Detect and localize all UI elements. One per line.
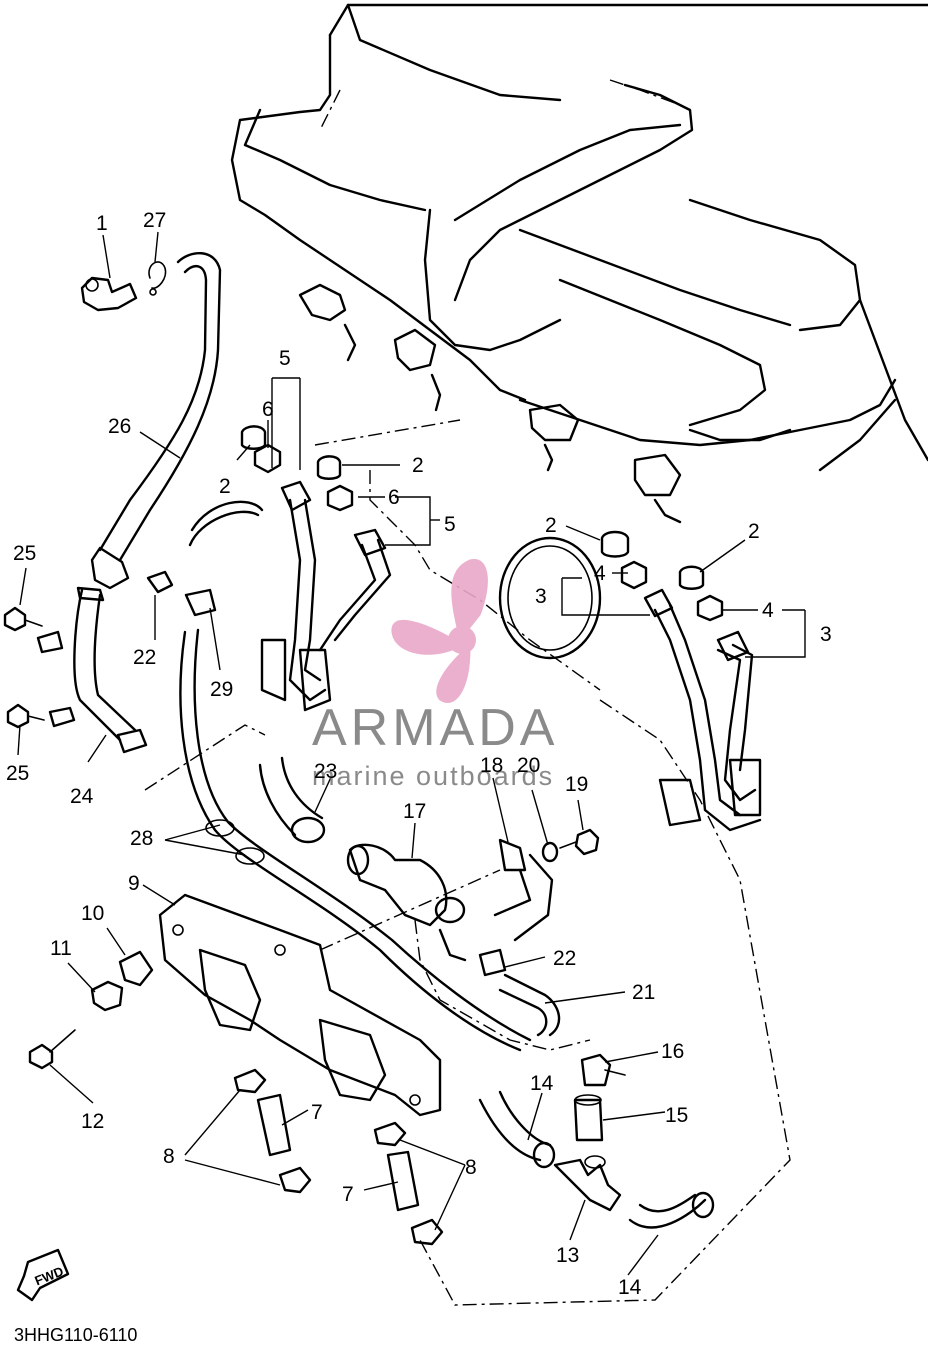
callout-12: 12 [81, 1110, 104, 1133]
part-7-hose-right [386, 1150, 420, 1212]
part-8-clamp-upper-right [373, 1121, 407, 1147]
part-2-cap-center [316, 455, 342, 480]
watermark: ARMADA marine outboards [312, 559, 558, 791]
callout-7-right: 7 [342, 1183, 354, 1206]
callout-1: 1 [96, 212, 108, 235]
callout-13: 13 [556, 1244, 579, 1267]
callout-16: 16 [661, 1040, 684, 1063]
callout-3-right: 3 [820, 623, 832, 646]
callout-4-right: 4 [762, 599, 774, 622]
callout-7-left: 7 [311, 1101, 323, 1124]
callout-5-center: 5 [444, 513, 456, 536]
callout-22-upper: 22 [133, 646, 156, 669]
part-16-clamp [580, 1053, 626, 1087]
airbox-housing [230, 3, 928, 524]
callout-28: 28 [130, 827, 153, 850]
callout-2-right: 2 [748, 520, 760, 543]
reference-lines [144, 419, 791, 1306]
callout-8-left: 8 [163, 1145, 175, 1168]
callout-2-center: 2 [412, 454, 424, 477]
part-3-pipe-right [643, 588, 762, 832]
callout-19: 19 [565, 773, 588, 796]
callout-29: 29 [210, 678, 233, 701]
leader-lines [17, 231, 806, 1276]
part-8-clamp-lower-left [278, 1166, 312, 1194]
part-26-long-hose [90, 251, 222, 590]
part-5-pipe-left [260, 480, 392, 712]
seal-ring [498, 536, 602, 660]
callout-15: 15 [665, 1104, 688, 1127]
part-23-hose [258, 756, 326, 844]
callout-21: 21 [632, 981, 655, 1004]
part-12-bolt [28, 1029, 76, 1070]
fwd-arrow-icon: FWD [16, 1248, 70, 1302]
callout-27: 27 [143, 209, 166, 232]
part-19-bolt [559, 828, 600, 856]
diagram-code: 3HHG110-6110 [14, 1325, 137, 1345]
callout-labels: 1 27 26 25 25 22 29 24 5 6 2 2 6 5 2 2 4… [6, 209, 832, 1299]
callout-25-lower: 25 [6, 762, 29, 785]
callout-17: 17 [403, 800, 426, 823]
callout-22-lower: 22 [553, 947, 576, 970]
callout-6-center: 6 [388, 486, 400, 509]
part-14-hose-upper [478, 1090, 556, 1169]
part-10-grommet [118, 950, 154, 987]
part-8-clamp-lower-right [410, 1218, 444, 1246]
callout-23: 23 [314, 760, 337, 783]
part-8-clamp-upper-left [233, 1068, 267, 1094]
watermark-subtitle: marine outboards [312, 761, 554, 791]
part-28-long-hose [179, 628, 532, 1052]
part-22-clamp-lower [478, 948, 507, 977]
callout-10: 10 [81, 902, 104, 925]
part-24-bent-pipe [36, 586, 148, 754]
part-25-bolt-lower [6, 703, 45, 729]
callout-4-upper: 4 [594, 562, 606, 585]
callout-3-left: 3 [535, 585, 547, 608]
part-29-hose [184, 500, 264, 617]
part-17-valve [346, 843, 467, 962]
watermark-title: ARMADA [312, 699, 558, 757]
callout-8-right: 8 [465, 1156, 477, 1179]
callout-9: 9 [128, 872, 140, 895]
callout-24: 24 [70, 785, 94, 808]
callout-11: 11 [50, 937, 72, 960]
callout-18: 18 [480, 754, 503, 777]
callout-20: 20 [517, 754, 540, 777]
part-15-sleeve [573, 1094, 604, 1142]
part-21-hose [498, 973, 561, 1037]
part-2-cap-right [678, 565, 705, 590]
callout-6-upper: 6 [262, 398, 274, 421]
callout-2-right-upper: 2 [545, 514, 557, 537]
propeller-logo-icon [391, 559, 488, 703]
part-1-elbow-fitting [80, 276, 138, 312]
part-4-nut-upper [620, 560, 648, 590]
part-20-washer [541, 841, 559, 863]
part-9-plate [158, 893, 442, 1117]
part-22-clamp-upper [146, 570, 174, 594]
part-25-bolt-upper [3, 606, 43, 632]
part-27-clip [148, 261, 167, 296]
part-2-cap-right-upper [600, 530, 630, 558]
part-6-nut-center [326, 484, 354, 512]
callout-26: 26 [108, 415, 131, 438]
part-11-collar [90, 980, 124, 1012]
part-4-nut-right [696, 594, 724, 622]
callout-25-upper: 25 [13, 542, 36, 565]
part-18-bracket [493, 838, 554, 942]
part-7-hose-left [256, 1093, 292, 1157]
callout-14-lower: 14 [618, 1276, 642, 1299]
part-13-tee [553, 1155, 622, 1212]
callout-14-upper: 14 [530, 1072, 554, 1095]
part-14-hose-lower [628, 1191, 715, 1229]
part-2-cap-left [240, 425, 267, 450]
callout-5-upper: 5 [279, 347, 291, 370]
callout-2-left: 2 [219, 475, 231, 498]
